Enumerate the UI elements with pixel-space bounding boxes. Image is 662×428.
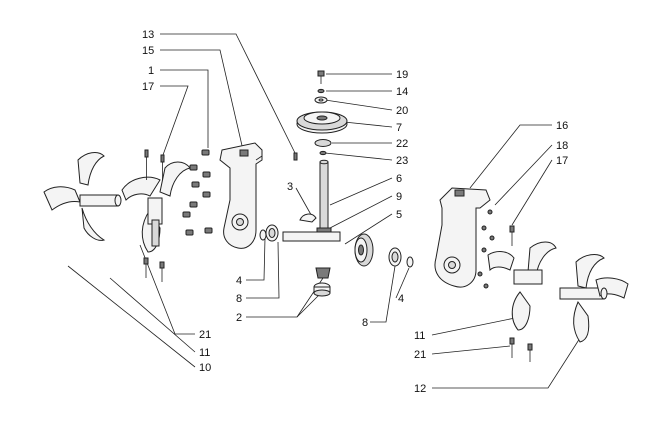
callout-5: 5 <box>396 209 402 221</box>
callout-18: 18 <box>556 140 568 152</box>
callout-7: 7 <box>396 122 402 134</box>
left-inner-tine <box>121 161 191 253</box>
callout-13: 13 <box>142 29 154 41</box>
right-outer-tine <box>559 254 629 343</box>
callout-16: 16 <box>556 120 568 132</box>
callout-4-right: 4 <box>398 293 404 305</box>
bolt-set <box>182 149 213 236</box>
pin <box>293 152 298 161</box>
right-bolt-holes <box>477 209 495 289</box>
callout-12: 12 <box>414 383 426 395</box>
callout-10: 10 <box>199 362 211 374</box>
left-hardware <box>143 149 213 282</box>
callout-20: 20 <box>396 105 408 117</box>
callout-8-left: 8 <box>236 293 242 305</box>
callout-4-left: 4 <box>236 275 242 287</box>
callout-9: 9 <box>396 191 402 203</box>
callout-1: 1 <box>148 65 154 77</box>
callout-21-left: 21 <box>199 329 211 341</box>
left-outer-tine <box>43 152 122 241</box>
callout-15: 15 <box>142 45 154 57</box>
right-housing <box>434 187 495 289</box>
callout-8-right: 8 <box>362 317 368 329</box>
right-inner-tine <box>487 225 557 362</box>
left-housing <box>219 142 263 249</box>
callout-6: 6 <box>396 173 402 185</box>
leader-lines <box>67 33 581 389</box>
callout-23: 23 <box>396 155 408 167</box>
callout-labels: 13 15 1 17 19 14 20 7 22 23 3 6 9 5 4 8 … <box>142 29 568 395</box>
center-bearings <box>259 224 414 297</box>
callout-17-left: 17 <box>142 81 154 93</box>
callout-11-right: 11 <box>414 330 425 342</box>
drive-shaft-stack <box>282 70 348 242</box>
large-gear <box>354 233 374 267</box>
callout-21-right: 21 <box>414 349 426 361</box>
callout-17-right: 17 <box>556 155 568 167</box>
callout-2: 2 <box>236 312 242 324</box>
callout-11-left: 11 <box>199 347 210 359</box>
callout-22: 22 <box>396 138 408 150</box>
callout-19: 19 <box>396 69 408 81</box>
callout-3: 3 <box>287 181 293 193</box>
callout-14: 14 <box>396 86 408 98</box>
